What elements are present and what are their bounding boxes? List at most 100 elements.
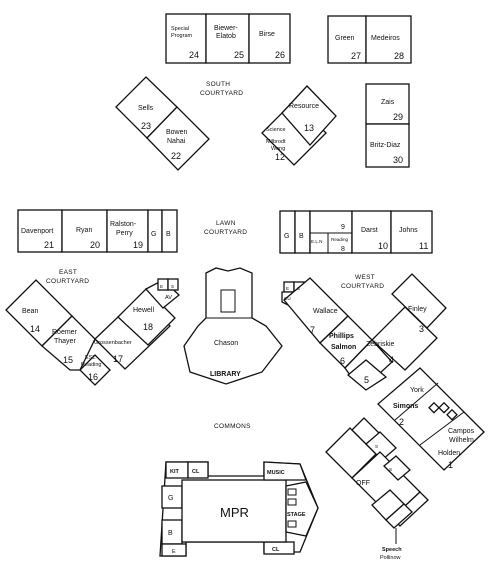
room-24-label-line1: Special xyxy=(171,26,189,32)
room-3-label: Finley xyxy=(408,306,427,313)
library-entry xyxy=(220,289,236,313)
science-label: Science xyxy=(266,127,286,133)
holden-label: Holden xyxy=(438,450,460,457)
room-19-number: 19 xyxy=(133,240,143,250)
room-29-outline xyxy=(365,83,410,125)
room-26-label: Birse xyxy=(259,31,275,38)
room-13-label: Resource xyxy=(289,103,319,110)
room-9-number: 9 xyxy=(341,224,345,231)
room-24-number: 24 xyxy=(189,50,199,60)
room-22-label-line1: Bowen xyxy=(166,129,188,136)
zebriskie-label: Zebriskie xyxy=(366,341,395,348)
cl-label-top: CL xyxy=(192,469,200,475)
stage-box-2 xyxy=(287,498,297,506)
room-20-number: 20 xyxy=(90,240,100,250)
eln-label: E.L.N xyxy=(311,239,323,244)
west-courtyard-label-line1: WEST xyxy=(355,274,375,281)
room-6-label-line2: Salmon xyxy=(331,344,356,351)
room-15-number: 15 xyxy=(63,355,73,365)
west-courtyard-wing: E S CU Wallace 7 Phillips Salmon 6 Zebri… xyxy=(281,273,447,391)
south-row-rooms: Special Program 24 Biewer- Elatob 25 Bir… xyxy=(165,13,412,168)
room-3-number: 3 xyxy=(419,324,424,334)
room-10-number: 10 xyxy=(378,241,388,251)
east-courtyard-wing: Bean 14 Roemer Thayer 15 Grossenbacher 1… xyxy=(5,278,180,386)
lawn-west-row: Davenport 21 Ryan 20 Ralston- Perry 19 G… xyxy=(17,209,178,253)
e-label-west: E xyxy=(286,286,289,291)
room-1-number: 1 xyxy=(448,460,453,470)
room-30-label: Britz-Diaz xyxy=(370,142,401,149)
room-30-outline xyxy=(365,123,410,168)
office-low-2 xyxy=(385,503,413,529)
e-label-east: E xyxy=(160,284,163,289)
s-label-west: S xyxy=(297,286,300,291)
kit-label: KIT xyxy=(170,469,180,475)
room-13-outline xyxy=(281,85,337,146)
campos-label-line1: Campos xyxy=(448,428,475,435)
room-6-label-line1: Phillips xyxy=(329,333,354,340)
east-courtyard-label-line1: EAST xyxy=(59,269,77,276)
room-10-outline xyxy=(351,210,392,254)
lawn-east-row: G B 9 E.L.N Reading 8 Darst 10 Johns 11 xyxy=(279,210,433,254)
music-label: MUSIC xyxy=(267,470,285,476)
b-label-west: B xyxy=(166,231,171,238)
speech-label-line2: Pollinow xyxy=(380,555,401,561)
cl-room-top xyxy=(187,461,209,479)
room-23-number: 23 xyxy=(141,121,151,131)
room-12-number: 12 xyxy=(275,152,285,162)
room-27-label: Green xyxy=(335,35,355,42)
room-8-number: 8 xyxy=(341,246,345,253)
room-18-label: Hewell xyxy=(133,307,154,314)
room-29-number: 29 xyxy=(393,112,403,122)
room-28-label: Medeiros xyxy=(371,35,400,42)
off-label: OFF xyxy=(356,480,370,487)
room-10-label: Darst xyxy=(361,227,378,234)
e-label-mpr: E xyxy=(172,549,176,555)
simons-label: Simons xyxy=(393,403,418,410)
south-courtyard-label-line1: SOUTH xyxy=(206,81,230,88)
mpr-label: MPR xyxy=(220,505,249,520)
south-west-diamond: Sells 23 Bowen Nahai 22 xyxy=(115,76,210,171)
room-18-outline xyxy=(117,288,176,346)
room-25-outline xyxy=(205,13,250,64)
mpr-hall xyxy=(181,479,287,543)
room-12-label-line2: Wong xyxy=(271,146,285,152)
stage-box-3 xyxy=(287,520,297,528)
stage-box-1 xyxy=(287,488,297,496)
campos-label-line2: Wilhelm xyxy=(449,437,474,444)
s-box-3 xyxy=(446,408,458,421)
room-25-label-line2: Elatob xyxy=(216,33,236,40)
room-22-number: 22 xyxy=(171,151,181,161)
mpr-building: KIT CL G B E CL MPR MUSIC STAGE xyxy=(159,461,319,557)
west-courtyard-label-line2: COURTYARD xyxy=(341,283,384,290)
lawn-courtyard-label-line1: LAWN xyxy=(216,220,236,227)
g-label-east: G xyxy=(284,233,289,240)
east-courtyard-label-line2: COURTYARD xyxy=(46,278,89,285)
room-23-label: Sells xyxy=(138,105,154,112)
av-room-outline xyxy=(144,279,180,309)
room-20-outline xyxy=(61,209,108,253)
room-11-outline xyxy=(390,210,433,254)
room-3-outline xyxy=(391,273,447,329)
stage-label: STAGE xyxy=(287,512,306,518)
music-room xyxy=(263,461,307,481)
room-21-label: Davenport xyxy=(21,228,53,235)
room-18-number: 18 xyxy=(143,322,153,332)
room-25-number: 25 xyxy=(234,50,244,60)
campos-divider xyxy=(419,411,465,446)
library-outline xyxy=(183,267,283,385)
york-divider xyxy=(394,382,439,421)
s-box-1 xyxy=(428,401,440,414)
g-label-west: G xyxy=(151,231,156,238)
room-16-label-line1: ESL xyxy=(85,355,95,361)
room-12-label-line1: Milbrodt xyxy=(266,139,286,145)
room-28-outline xyxy=(365,15,412,64)
lawn-courtyard-label-line2: COURTYARD xyxy=(204,229,247,236)
library-label: LIBRARY xyxy=(210,371,241,378)
room-16-outline xyxy=(79,354,111,386)
b-label-mpr: B xyxy=(168,530,173,537)
room-14-label: Bean xyxy=(22,308,38,315)
room-22-label-line2: Nahai xyxy=(167,138,186,145)
southeast-block: York Simons 2 Campos Wilhelm Holden 1 xyxy=(377,367,485,471)
room-4-number: 4 xyxy=(389,355,394,365)
